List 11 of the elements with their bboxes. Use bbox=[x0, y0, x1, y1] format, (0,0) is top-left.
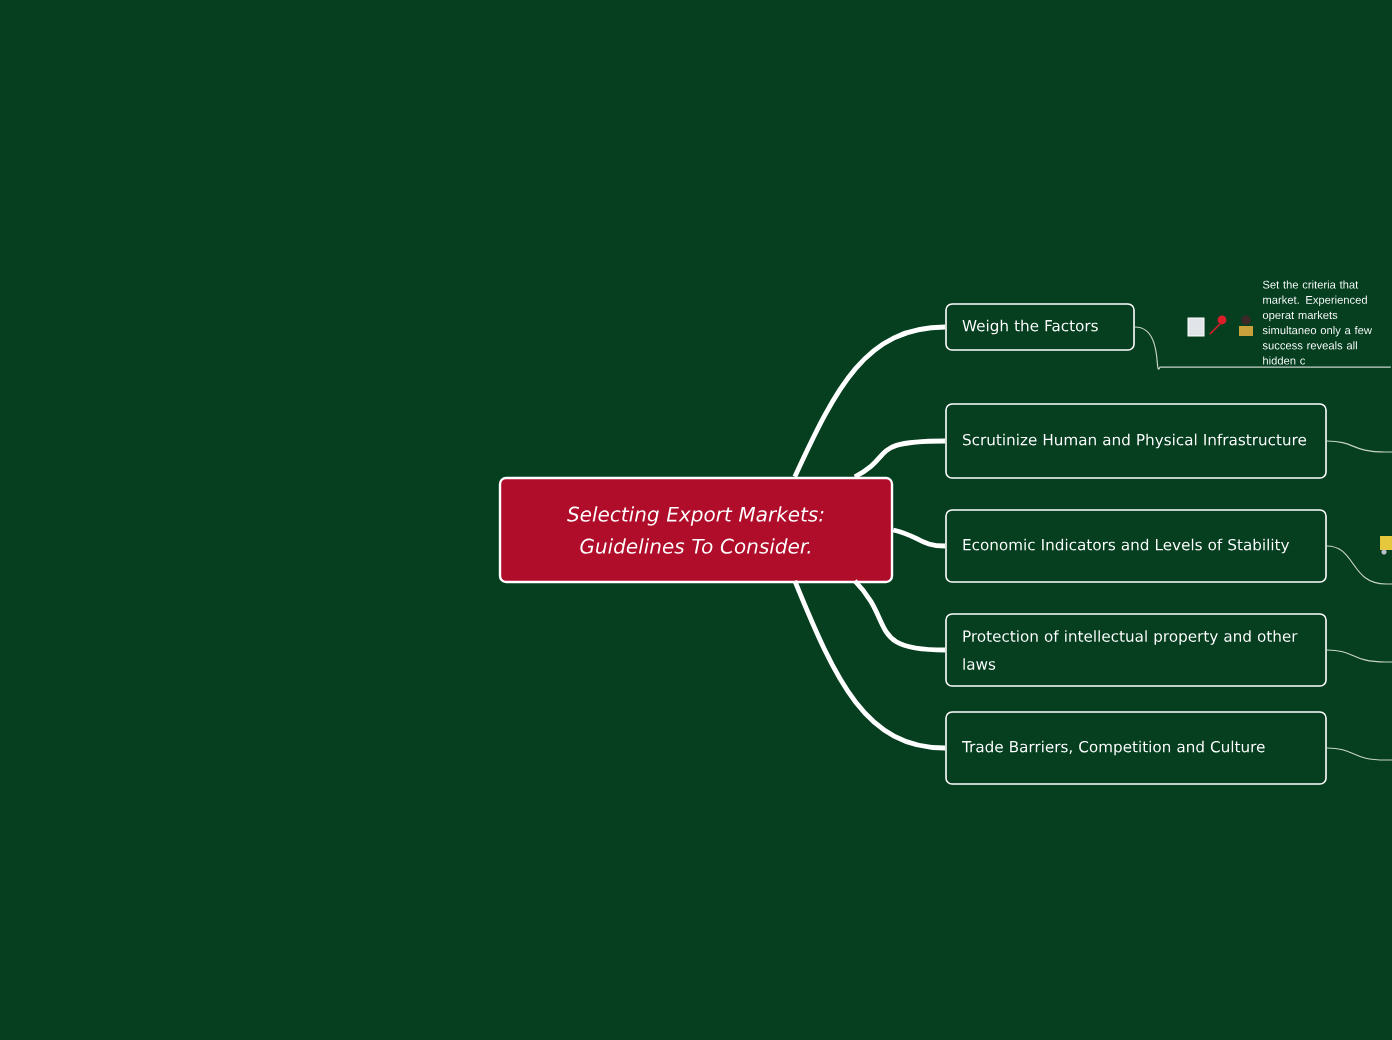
central-topic-box: Selecting Export Markets: Guidelines To Consider. bbox=[498, 476, 894, 584]
branch-line bbox=[1326, 440, 1392, 453]
branch-line bbox=[892, 527, 946, 549]
branch-line bbox=[853, 579, 946, 653]
branch-line bbox=[1326, 649, 1392, 663]
branch-line bbox=[1134, 326, 1392, 370]
branch-line bbox=[792, 579, 946, 751]
branch-line bbox=[853, 438, 946, 479]
branch-line bbox=[1326, 747, 1392, 761]
branch-line bbox=[1326, 545, 1392, 585]
branch-line bbox=[792, 324, 946, 478]
